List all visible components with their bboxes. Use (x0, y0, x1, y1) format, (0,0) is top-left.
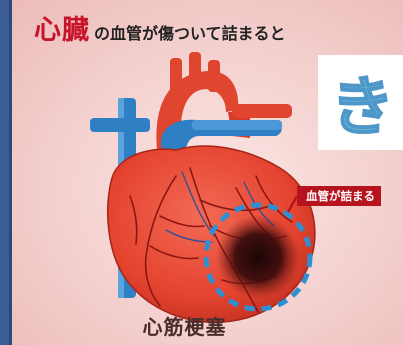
side-badge-card (318, 55, 403, 150)
headline-accent: 心臓 (34, 15, 90, 46)
blockage-callout: 血管が詰まる (297, 186, 381, 206)
left-panel-edge-highlight (0, 0, 9, 345)
infarct-dashed-ring (203, 202, 313, 312)
side-badge-glyph: き (330, 70, 396, 146)
pulmonary-artery (160, 119, 282, 166)
infarct-zone (216, 215, 300, 299)
headline-text: の血管が傷ついて詰まると (94, 24, 286, 43)
callout-pointer (286, 195, 299, 213)
headline: 心臓 の血管が傷ついて詰まると (34, 8, 286, 47)
caption: 心筋梗塞 (0, 311, 403, 340)
caption-text: 心筋梗塞 (142, 315, 227, 339)
